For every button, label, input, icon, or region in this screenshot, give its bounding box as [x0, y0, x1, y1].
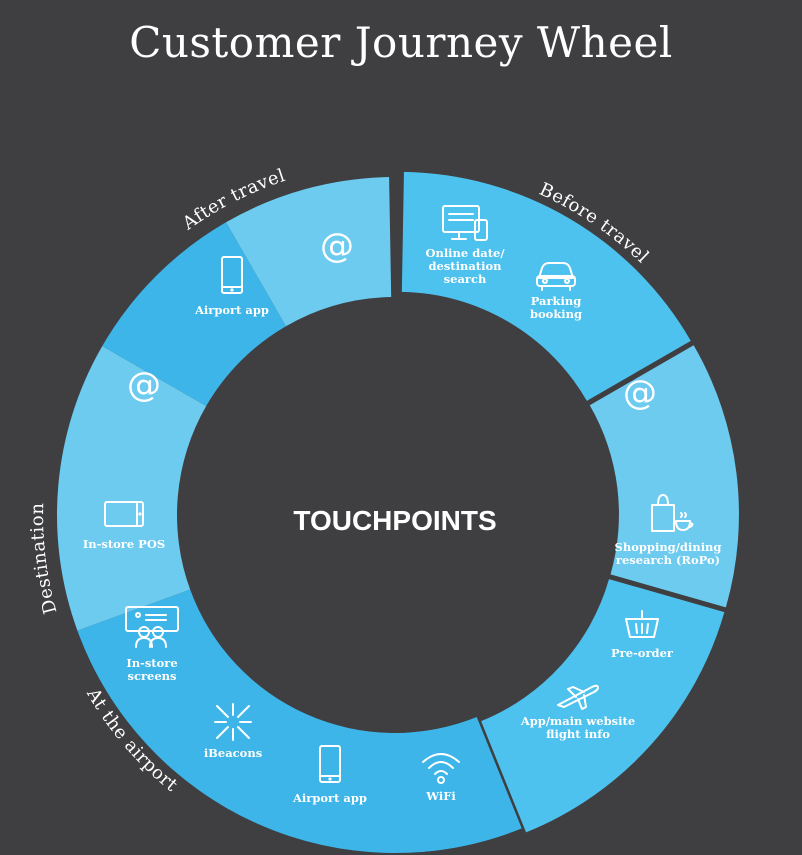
touchpoint-items: Online date/destinationsearchParkingbook…	[83, 205, 722, 805]
touchpoint-airport-app-1: Airport app	[292, 745, 367, 805]
smartphone-icon	[221, 256, 243, 294]
monitor-phone-icon	[442, 205, 488, 241]
car-icon	[536, 262, 576, 291]
touchpoint-label: screens	[127, 669, 176, 683]
touchpoint-label: iBeacons	[204, 746, 262, 760]
touchpoint-label: App/main website	[520, 714, 635, 728]
shopping-bag-cup-icon	[651, 494, 694, 532]
touchpoint-label: destination	[428, 259, 502, 273]
touchpoint-label: Shopping/dining	[615, 540, 722, 554]
beacon-icon	[214, 703, 252, 741]
touchpoint-label: Parking	[531, 294, 582, 308]
touchpoint-label: In-store POS	[83, 537, 165, 551]
touchpoint-after-email: @	[320, 226, 354, 266]
segment-destination-email	[56, 346, 207, 631]
page-title: Customer Journey Wheel	[129, 18, 673, 67]
segment-before-travel-shopping	[481, 579, 725, 833]
segment-at-the-airport-wifi	[410, 717, 522, 853]
smartphone-icon	[319, 745, 341, 783]
touchpoint-label: research (RoPo)	[616, 553, 720, 567]
at-icon: @	[623, 373, 657, 413]
touchpoint-label: search	[444, 272, 487, 286]
airplane-icon	[557, 684, 599, 710]
touchpoint-wifi: WiFi	[422, 753, 460, 803]
touchpoint-label: Airport app	[292, 791, 367, 805]
touchpoint-label: Airport app	[194, 303, 269, 317]
touchpoint-label: Pre-order	[611, 646, 674, 660]
touchpoint-label: WiFi	[425, 789, 456, 803]
center-label: TOUCHPOINTS	[293, 505, 496, 536]
touchpoint-label: flight info	[546, 727, 610, 741]
segment-after-travel-app	[102, 222, 286, 406]
screen-people-icon	[125, 606, 179, 648]
at-icon: @	[127, 365, 161, 405]
touchpoint-pre-order: Pre-order	[611, 610, 674, 660]
touchpoint-in-store-pos: In-store POS	[83, 501, 165, 551]
touchpoint-airport-app-2: Airport app	[194, 256, 269, 317]
wifi-icon	[422, 753, 460, 784]
segment-before-travel-email	[589, 345, 739, 608]
phase-label-destination: Destination	[27, 502, 61, 616]
touchpoint-label: In-store	[126, 656, 177, 670]
at-icon: @	[320, 226, 354, 266]
segment-at-the-airport	[77, 589, 522, 853]
touchpoint-label: booking	[530, 307, 582, 321]
segment-after-travel-email	[226, 177, 392, 327]
tablet-icon	[104, 501, 144, 527]
basket-icon	[625, 610, 659, 638]
touchpoint-label: Online date/	[425, 246, 505, 260]
touchpoint-ibeacons: iBeacons	[204, 703, 262, 760]
touchpoint-before-email: @	[623, 373, 657, 413]
touchpoint-destination-email: @	[127, 365, 161, 405]
